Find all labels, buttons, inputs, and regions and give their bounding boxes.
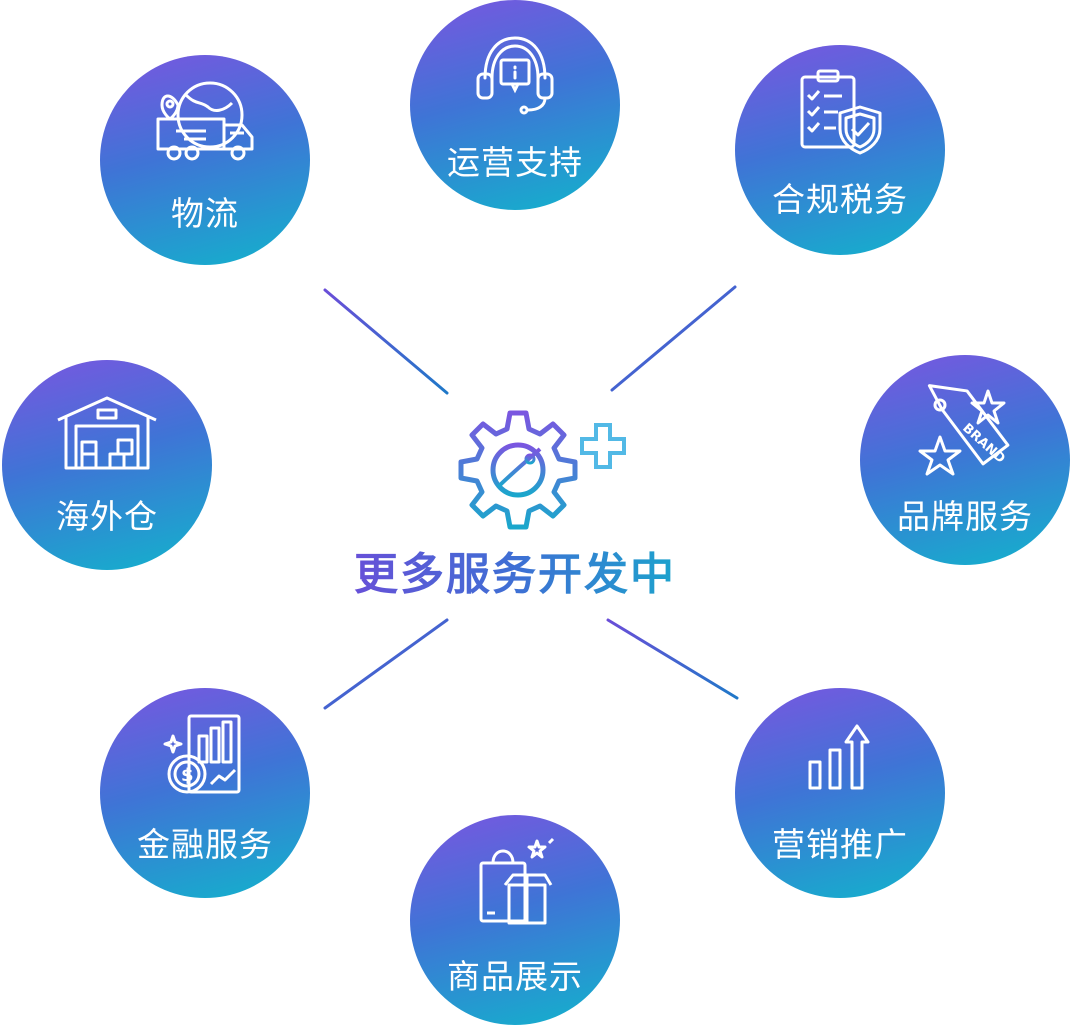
service-node-logistics[interactable]: 物流 (100, 55, 310, 265)
service-label: 物流 (171, 194, 239, 233)
center-title: 更多服务开发中 (340, 538, 690, 602)
gear-plus-icon (458, 410, 626, 530)
service-label: 营销推广 (772, 825, 908, 864)
brand-tag-icon: BRAND (918, 384, 1010, 476)
service-node-warehouse[interactable]: 海外仓 (2, 360, 212, 570)
service-label: 金融服务 (137, 825, 273, 864)
service-node-finance[interactable]: $ 金融服务 (100, 688, 310, 898)
growth-chart-icon (808, 724, 870, 790)
service-node-tax[interactable]: 合规税务 (735, 45, 945, 255)
connector-line-top-right (610, 285, 737, 392)
connector-line-bottom-right (606, 618, 739, 700)
service-node-brand[interactable]: BRAND 品牌服务 (860, 355, 1070, 565)
service-label: 品牌服务 (897, 497, 1033, 536)
service-label: 合规税务 (772, 180, 908, 219)
shopping-bag-box-icon (479, 837, 555, 925)
service-label: 海外仓 (56, 497, 158, 536)
service-node-marketing[interactable]: 营销推广 (735, 688, 945, 898)
service-label: 运营支持 (447, 143, 583, 182)
headset-icon (476, 36, 554, 115)
service-node-product[interactable]: 商品展示 (410, 815, 620, 1025)
svg-text:$: $ (181, 765, 194, 786)
service-label: 商品展示 (447, 957, 583, 996)
connector-line-bottom-left (323, 618, 449, 710)
service-node-ops[interactable]: 运营支持 (410, 0, 620, 210)
clipboard-shield-icon (800, 69, 882, 155)
connector-line-top-left (323, 288, 449, 395)
delivery-truck-icon (156, 81, 254, 161)
finance-chart-icon: $ (163, 714, 241, 794)
warehouse-icon (57, 396, 157, 470)
